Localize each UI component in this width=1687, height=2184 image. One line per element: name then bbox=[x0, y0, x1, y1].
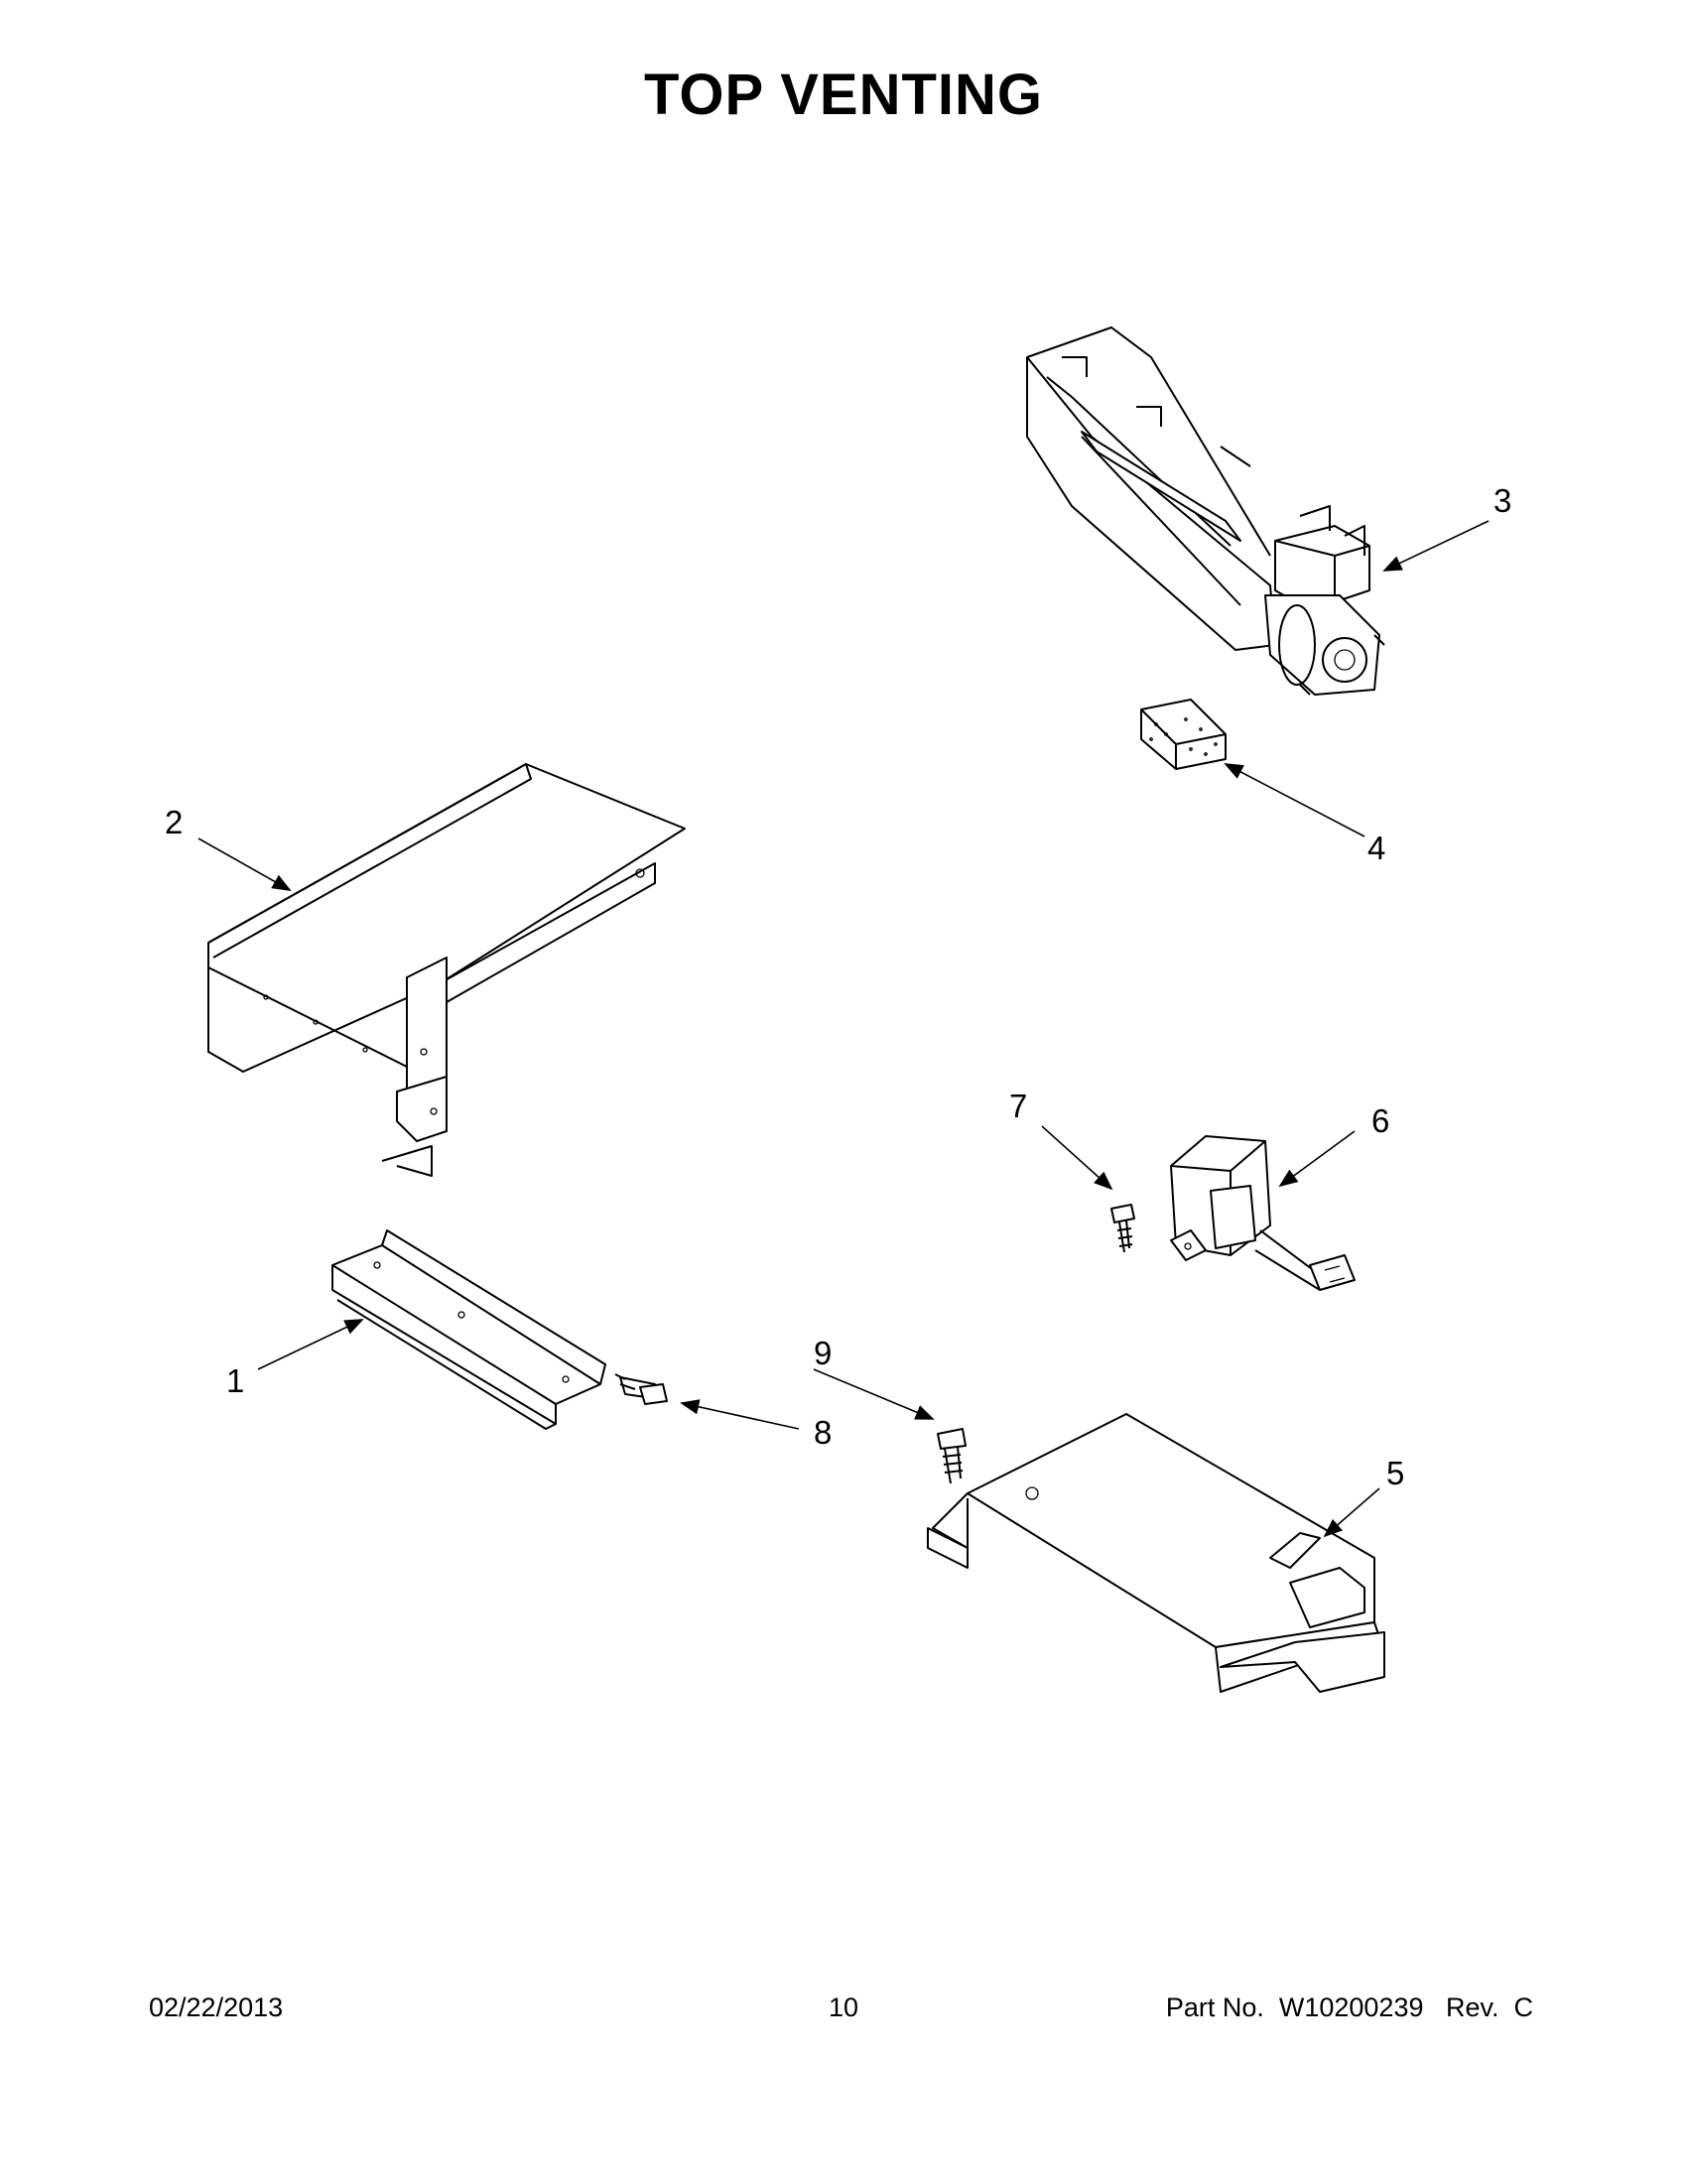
part-4-foam-block bbox=[1140, 699, 1227, 770]
callout-7: 7 bbox=[1009, 1088, 1027, 1124]
callout-1: 1 bbox=[226, 1362, 244, 1399]
callout-3: 3 bbox=[1493, 482, 1511, 519]
callout-2: 2 bbox=[165, 804, 183, 840]
callout-5: 5 bbox=[1386, 1455, 1404, 1491]
callout-numbers: 1 2 3 4 5 6 7 8 9 bbox=[165, 482, 1511, 1491]
part-2-vent-panel bbox=[207, 763, 686, 1177]
part-8-screw bbox=[614, 1373, 668, 1405]
part-9-screw bbox=[937, 1428, 967, 1484]
part-1-bracket bbox=[331, 1229, 606, 1430]
part-6-transformer bbox=[1170, 1135, 1356, 1291]
footer-page-number: 10 bbox=[828, 1992, 859, 2022]
leader-lines bbox=[197, 520, 1490, 1538]
footer-part-number: Part No. W10200239 Rev. C bbox=[1165, 1992, 1533, 2022]
part-3-vent-motor-assembly bbox=[1026, 326, 1385, 696]
part-7-screw bbox=[1110, 1204, 1135, 1253]
callout-8: 8 bbox=[814, 1414, 832, 1451]
page-title: TOP VENTING bbox=[643, 63, 1044, 127]
callout-9: 9 bbox=[814, 1335, 832, 1371]
footer-date: 02/22/2013 bbox=[149, 1992, 284, 2022]
part-5-mounting-plate bbox=[927, 1413, 1385, 1693]
callout-6: 6 bbox=[1371, 1102, 1389, 1139]
callout-4: 4 bbox=[1367, 830, 1385, 866]
